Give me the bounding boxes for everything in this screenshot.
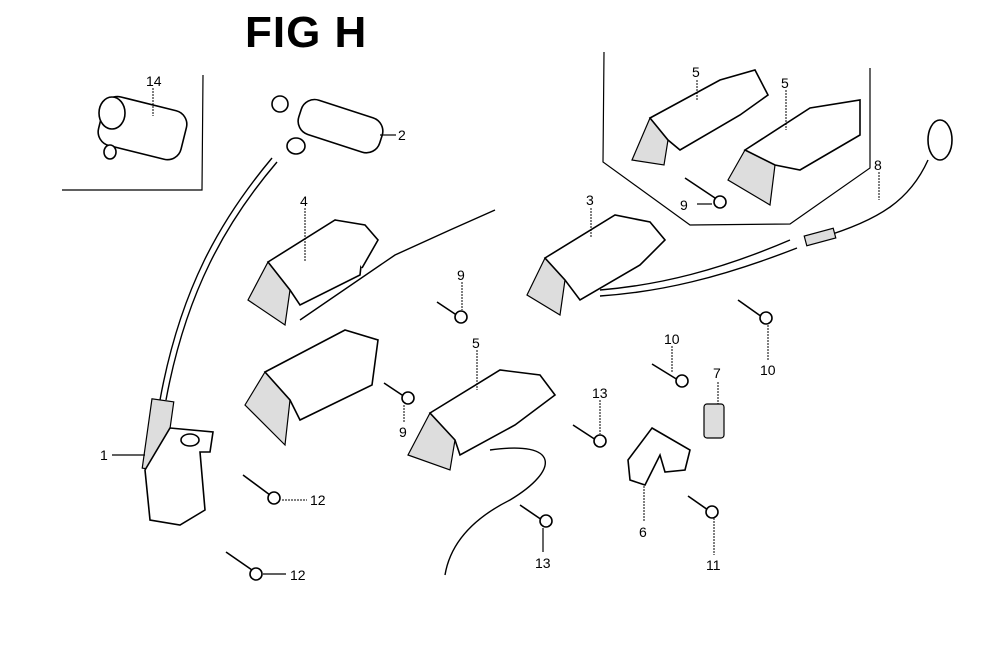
inset-frame-14 [62,74,204,191]
coil-upper-left[interactable] [631,69,770,166]
callout-1: 1 [100,447,108,463]
bolt-bottom[interactable] [519,504,553,552]
ht-lead [159,157,273,401]
callout-12b: 12 [290,567,306,583]
callout-14: 14 [146,73,162,89]
bolt-upper-box[interactable] [684,177,727,209]
callout-13b: 13 [535,555,551,571]
exciter-lead [599,239,791,291]
bolt-ignition-upper[interactable] [242,474,307,505]
spark-plug-cap[interactable] [271,95,396,157]
callout-4: 4 [300,193,308,209]
coil-upper-right[interactable] [727,90,861,206]
callout-9c: 9 [399,424,407,440]
callout-6: 6 [639,524,647,540]
figure-title: FIG H [245,8,368,57]
lower-coil-lead [444,447,547,576]
bolt-middle[interactable] [436,282,468,324]
bracket[interactable] [627,426,691,522]
wire-harness[interactable] [803,119,953,247]
bolt-center[interactable] [651,346,689,388]
callout-12a: 12 [310,492,326,508]
bolt-upper[interactable] [572,400,607,448]
bolt-lower[interactable] [383,382,415,422]
callout-9a: 9 [680,197,688,213]
callout-9b: 9 [457,267,465,283]
callout-5c: 5 [472,335,480,351]
charge-coil[interactable] [247,208,379,327]
callout-13a: 13 [592,385,608,401]
bolt-ignition-lower[interactable] [225,551,286,581]
callout-11: 11 [706,557,721,573]
coil-lower-left [244,329,379,447]
bolt-bracket[interactable] [687,495,719,555]
ignition-coil[interactable] [112,398,214,526]
callout-3: 3 [586,192,594,208]
callout-10b: 10 [664,331,680,347]
coil-lower[interactable] [407,350,557,471]
callout-8: 8 [874,157,882,173]
bolt-right[interactable] [737,299,773,360]
callout-7: 7 [713,365,721,381]
callout-10a: 10 [760,362,776,378]
exciter-coil[interactable] [526,208,667,316]
charge-coil-lead [299,209,496,321]
callout-5a: 5 [692,64,700,80]
inset-frame-5 [602,51,871,226]
grommet[interactable] [703,382,725,439]
spark-plug-cap-alt[interactable] [95,88,190,163]
callout-2: 2 [398,127,406,143]
callout-5b: 5 [781,75,789,91]
